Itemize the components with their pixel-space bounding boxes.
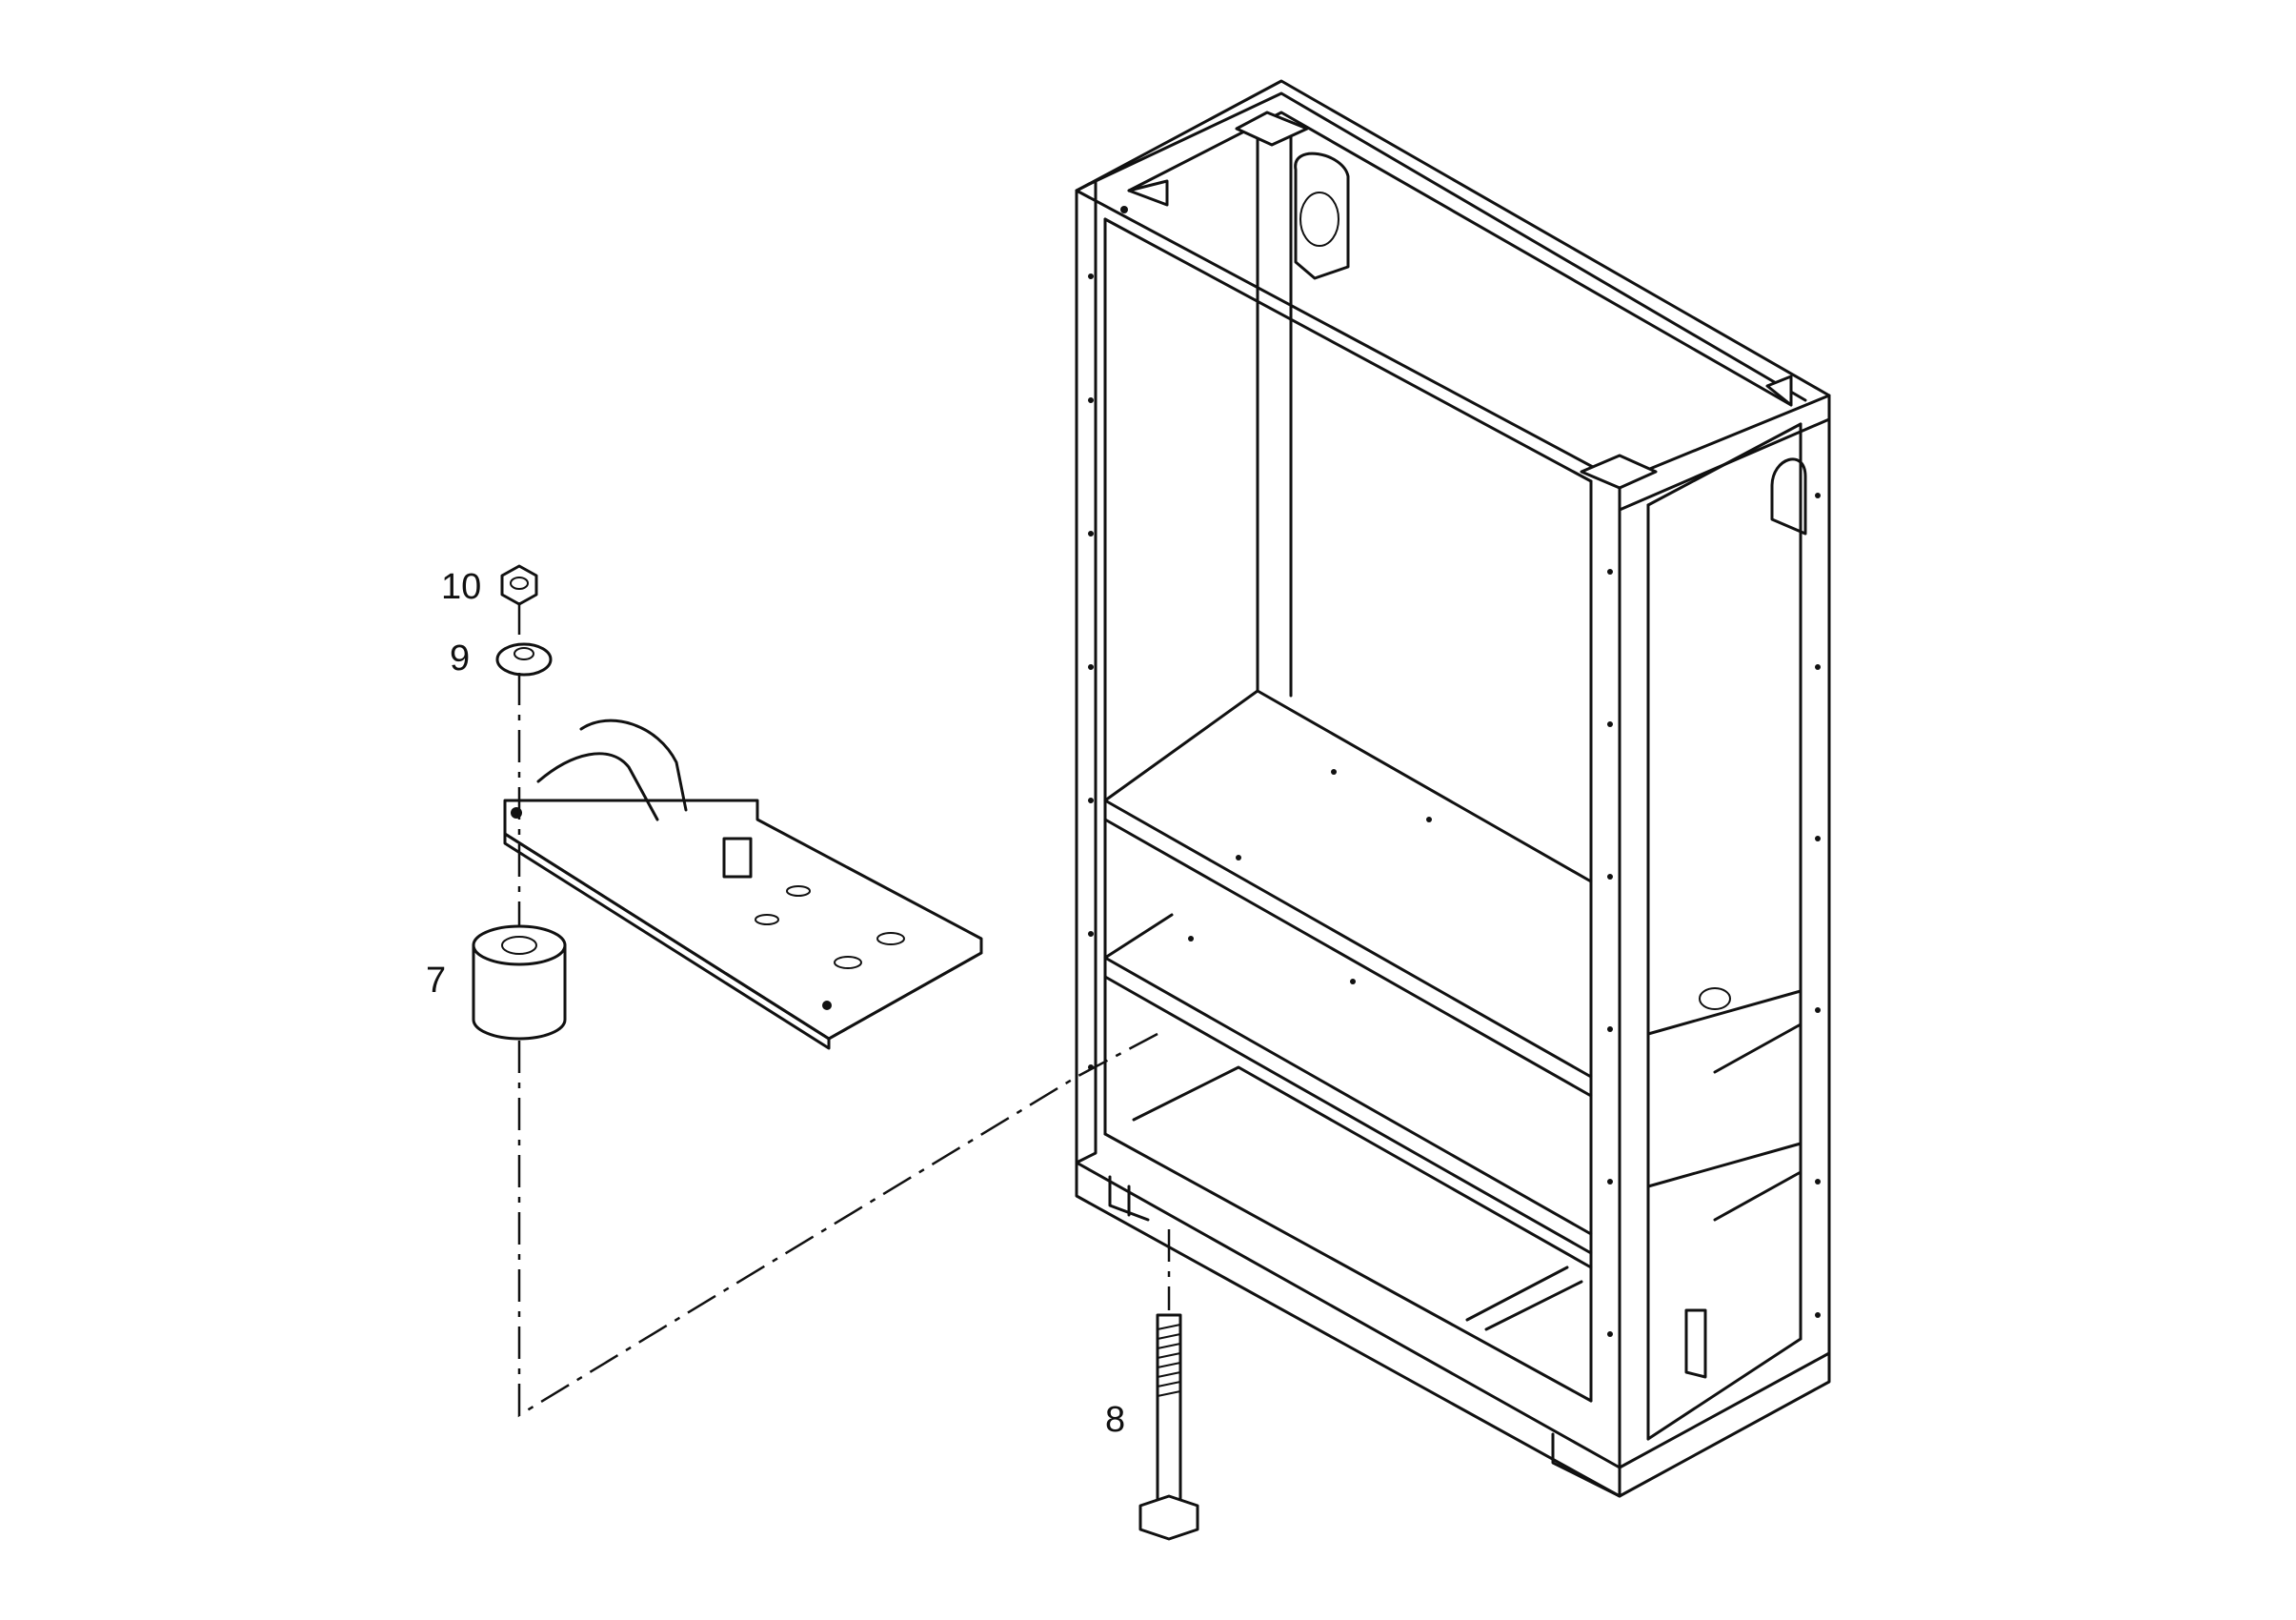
assembly-centerlines bbox=[517, 602, 1171, 1418]
callout-7: 7 bbox=[426, 961, 446, 1001]
part-8-bolt bbox=[1138, 1313, 1199, 1541]
frame-front-face bbox=[1075, 179, 1098, 1164]
part-7-spacer bbox=[472, 924, 567, 1041]
mounting-bracket-plate bbox=[503, 719, 983, 1050]
frame-rivet-holes bbox=[1088, 206, 1821, 1337]
callout-9: 9 bbox=[450, 638, 470, 678]
callout-8: 8 bbox=[1105, 1400, 1125, 1440]
callout-10: 10 bbox=[441, 567, 481, 607]
part-10-nut bbox=[500, 564, 538, 606]
cabinet-frame bbox=[1075, 79, 1831, 1498]
part-9-washer bbox=[495, 642, 553, 677]
